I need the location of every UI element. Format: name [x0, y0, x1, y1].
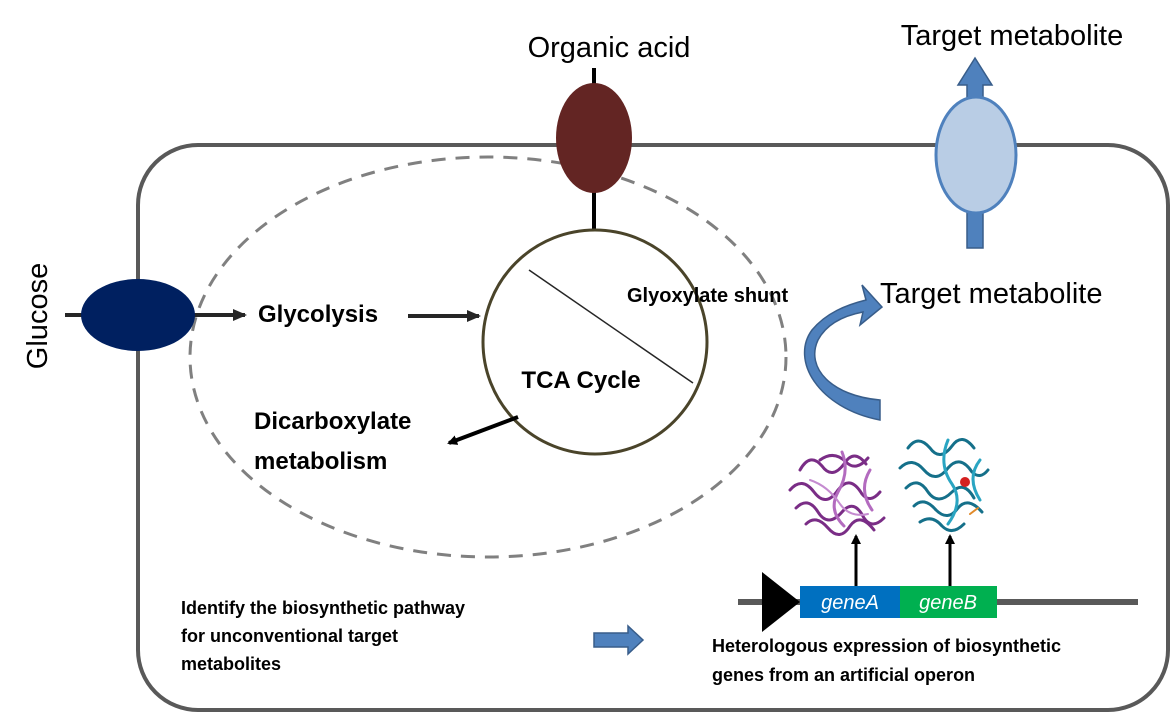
protein-b-icon	[898, 438, 990, 532]
dashed-metabolism-region	[188, 155, 788, 559]
gene-a-box	[800, 586, 900, 618]
gene-a-label: geneA	[821, 592, 879, 614]
progression-arrow	[593, 624, 645, 656]
tca-cycle-label: TCA Cycle	[521, 367, 640, 394]
gene-b-label: geneB	[919, 592, 977, 614]
identify-pathway-line2: for unconventional target	[181, 626, 398, 646]
glycolysis-label: Glycolysis	[258, 301, 378, 328]
tca-cycle-circle	[481, 228, 709, 456]
identify-pathway-line3: metabolites	[181, 654, 281, 674]
glyoxylate-shunt-label: Glyoxylate shunt	[627, 285, 788, 307]
tca-to-dicarboxylate-arrow	[447, 415, 519, 445]
identify-pathway-line1: Identify the biosynthetic pathway	[181, 598, 465, 618]
heterologous-expression-line1: Heterologous expression of biosynthetic	[712, 636, 1061, 656]
target-metabolite-top-label: Target metabolite	[901, 20, 1123, 52]
tca-glyoxylate-divider	[528, 269, 694, 384]
heterologous-expression-line2: genes from an artificial operon	[712, 665, 975, 685]
glucose-transporter	[81, 279, 195, 351]
gene-b-box	[900, 586, 997, 618]
organic-acid-label: Organic acid	[528, 32, 691, 64]
promoter-triangle-icon	[762, 572, 800, 632]
target-curved-arrow	[803, 284, 884, 421]
protein-a-icon	[788, 450, 886, 536]
target-metabolite-mid-label: Target metabolite	[880, 278, 1102, 310]
cell-outline	[136, 143, 1170, 712]
dicarboxylate-label-line2: metabolism	[254, 448, 387, 475]
target-exporter	[934, 95, 1018, 215]
dicarboxylate-label-line1: Dicarboxylate	[254, 408, 411, 435]
glucose-label: Glucose	[22, 263, 54, 369]
organic-acid-transporter	[556, 83, 632, 193]
